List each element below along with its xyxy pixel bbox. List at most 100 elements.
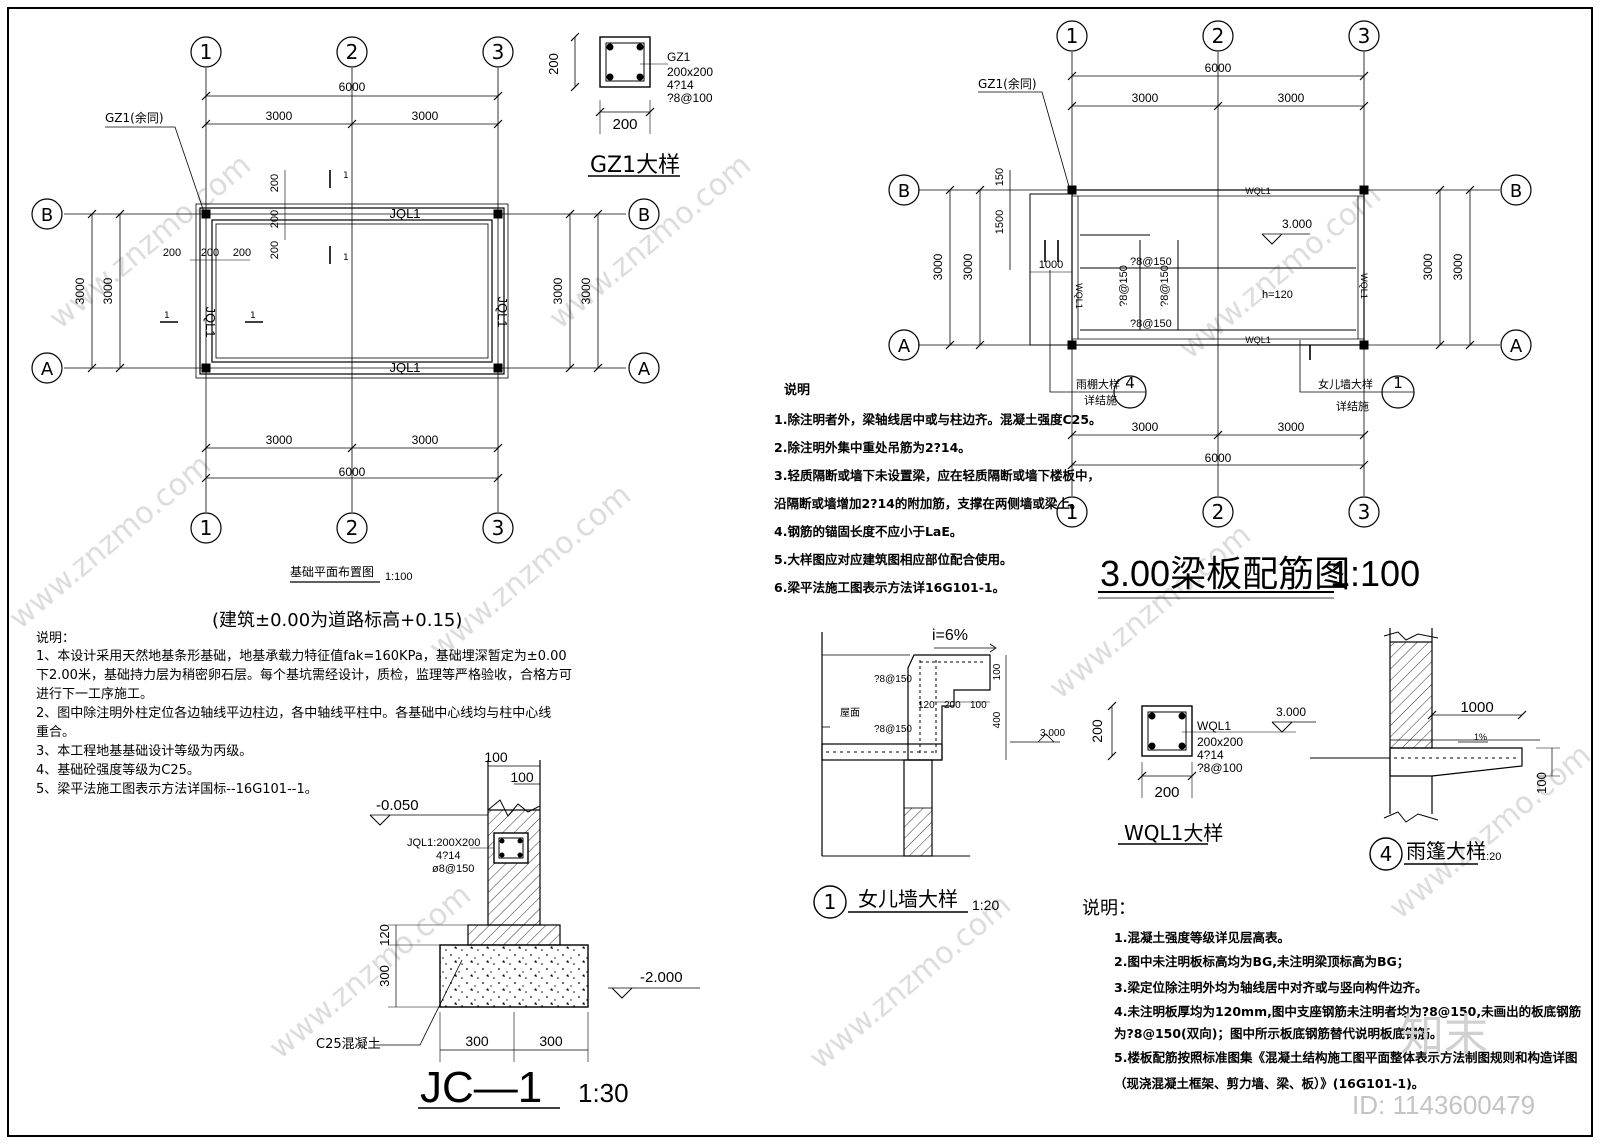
gz1-detail xyxy=(570,32,680,177)
axis-label: B xyxy=(638,205,650,226)
beam-label: JQL1 xyxy=(389,360,420,375)
jc1-title: JC—1 xyxy=(420,1063,542,1112)
section-mark: 1 xyxy=(343,171,349,181)
dim-text: 100 xyxy=(1534,772,1549,794)
wql1-title: WQL1大样 xyxy=(1124,821,1223,845)
axis-label: 3 xyxy=(1358,500,1371,524)
jc1-text: 100 100 -0.050 JQL1:200X200 4?14 ø8@150 … xyxy=(316,749,683,1112)
slope-text: 1% xyxy=(1474,732,1487,742)
canopy-title: 雨篷大样 xyxy=(1406,839,1486,863)
svg-text:www.znzmo.com: www.znzmo.com xyxy=(1383,738,1598,927)
axis-label: 1 xyxy=(1066,500,1079,524)
dim-text: 3000 xyxy=(1451,253,1465,280)
axis-label: A xyxy=(638,359,651,380)
beam-label: JQL1:200X200 xyxy=(407,837,480,849)
dim-text: 300 xyxy=(377,965,392,987)
slope-text: i=6% xyxy=(932,627,968,644)
note-line: 1.混凝土强度等级详见层高表。 xyxy=(1114,930,1290,945)
parapet-scale: 1:20 xyxy=(972,897,999,913)
column-label: GZ1(余同) xyxy=(105,110,164,125)
rebar-text: ?8@150 xyxy=(1159,265,1171,307)
note-line: 3、本工程地基基础设计等级为丙级。 xyxy=(36,743,252,759)
watermark-id: ID: 1143600479 xyxy=(1352,1090,1535,1120)
gz1-rebar: 4?14 xyxy=(667,78,694,92)
svg-text:www.znzmo.com: www.znzmo.com xyxy=(3,448,218,637)
elev-text: -0.050 xyxy=(376,797,419,814)
roof-label: 屋面 xyxy=(840,707,860,719)
wql1-detail xyxy=(1107,701,1316,845)
gz1-stirrup: ?8@100 xyxy=(667,91,713,105)
note-line: 4、基础砼强度等级为C25。 xyxy=(36,762,200,778)
notes-mid: 说明 1.除注明者外，梁轴线居中或与柱边齐。混凝土强度C25。 2.除注明外集中… xyxy=(773,382,1102,595)
svg-text:www.znzmo.com: www.znzmo.com xyxy=(803,888,1018,1077)
dim-text: 1500 xyxy=(994,210,1006,234)
sheet-border xyxy=(7,7,1593,1137)
elev-text: 3.000 xyxy=(1282,217,1312,231)
dim-text: 3000 xyxy=(1278,91,1305,105)
dim-text: 3000 xyxy=(412,433,439,447)
beam-plan xyxy=(888,20,1532,599)
elev-text: -2.000 xyxy=(640,969,683,986)
notes-heading: 说明： xyxy=(1082,898,1136,919)
beam-label: WQL1 xyxy=(1245,186,1271,196)
dim-text: 200 xyxy=(201,247,219,259)
dim-text: 200 xyxy=(944,700,961,711)
note-line: 4.钢筋的锚固长度不应小于LaE。 xyxy=(774,524,962,539)
svg-text:www.znzmo.com: www.znzmo.com xyxy=(1043,518,1258,707)
wql1-text: 200 200 WQL1 200x200 4?14 ?8@100 3.000 W… xyxy=(1089,705,1306,845)
dim-text: 200 xyxy=(163,247,181,259)
dim-text: 3000 xyxy=(579,277,593,304)
axis-label: B xyxy=(41,205,53,226)
gz1-size: 200x200 xyxy=(667,65,713,79)
canopy-scale: 1:20 xyxy=(1480,851,1501,863)
canopy-callout-num: 4 xyxy=(1125,374,1135,392)
parapet-detail xyxy=(813,632,1060,919)
note-line: 进行下一工序施工。 xyxy=(36,687,153,702)
jc1-scale: 1:30 xyxy=(578,1078,629,1108)
notes-right: 说明： 1.混凝土强度等级详见层高表。 2.图中未注明板标高均为BG,未注明梁顶… xyxy=(1082,898,1582,1091)
dim-text: 6000 xyxy=(339,80,366,94)
notes-heading: 说明 xyxy=(784,382,810,398)
dim-text: 150 xyxy=(994,168,1006,186)
note-line: 3.轻质隔断或墙下未设置梁，应在轻质隔断或墙下楼板中， xyxy=(774,468,1100,483)
beam-label: JQL1 xyxy=(389,206,420,221)
note-line: 下2.00米，基础持力层为稍密卵石层。每个基坑需经设计，质检，监理等严格验收，合… xyxy=(36,667,572,683)
beam-plan-scale: 1:100 xyxy=(1330,553,1420,594)
canopy-detail xyxy=(1310,628,1560,871)
dim-text: 120 xyxy=(377,924,392,946)
rebar-text: ?8@150 xyxy=(1130,256,1172,268)
dim-text: 3000 xyxy=(1278,420,1305,434)
parapet-num: 1 xyxy=(824,890,837,914)
section-mark: 1 xyxy=(343,253,349,263)
watermark-logo: 知末 xyxy=(1400,1010,1488,1061)
axis-label: 1 xyxy=(1066,24,1079,48)
wql1-size: 200x200 xyxy=(1197,735,1243,749)
axis-label: 3 xyxy=(1358,24,1371,48)
note-line: 6.梁平法施工图表示方法详16G101-1。 xyxy=(774,580,1005,595)
axis-label: 3 xyxy=(492,40,505,64)
wql1-rebar: 4?14 xyxy=(1197,748,1224,762)
rebar-text: ?8@150 xyxy=(1130,318,1172,330)
slab-thickness: h=120 xyxy=(1262,289,1293,301)
axis-label: 2 xyxy=(346,40,359,64)
parapet-callout-num: 1 xyxy=(1393,374,1403,392)
canopy-callout-ref: 详结施 xyxy=(1084,393,1117,407)
jc1-section xyxy=(369,760,700,1109)
beam-stirrup: ø8@150 xyxy=(432,863,474,875)
dim-text: 3000 xyxy=(412,109,439,123)
axis-label: B xyxy=(1510,181,1522,202)
beam-rebar: 4?14 xyxy=(436,850,460,862)
dim-text: 6000 xyxy=(1205,451,1232,465)
column-label: GZ1(余同) xyxy=(978,76,1037,91)
axis-label: 1 xyxy=(200,516,213,540)
dim-text: 200 xyxy=(269,210,281,228)
beam-label: WQL1 xyxy=(1074,283,1084,309)
dim-text: 100 xyxy=(510,769,534,785)
dim-text: 120 xyxy=(918,700,935,711)
concrete-label: C25混凝土 xyxy=(316,1036,381,1052)
note-line: 5.大样图应对应建筑图相应部位配合使用。 xyxy=(774,552,1012,567)
foundation-plan-text: 1 2 3 1 2 3 B A B A 6000 3000 3000 3000 … xyxy=(41,40,651,631)
note-line: 5、梁平法施工图表示方法详国标--16G101--1。 xyxy=(36,781,318,797)
note-line: 沿隔断或墙增加2?14的附加筋，支撑在两侧墙或梁上。 xyxy=(773,496,1082,511)
